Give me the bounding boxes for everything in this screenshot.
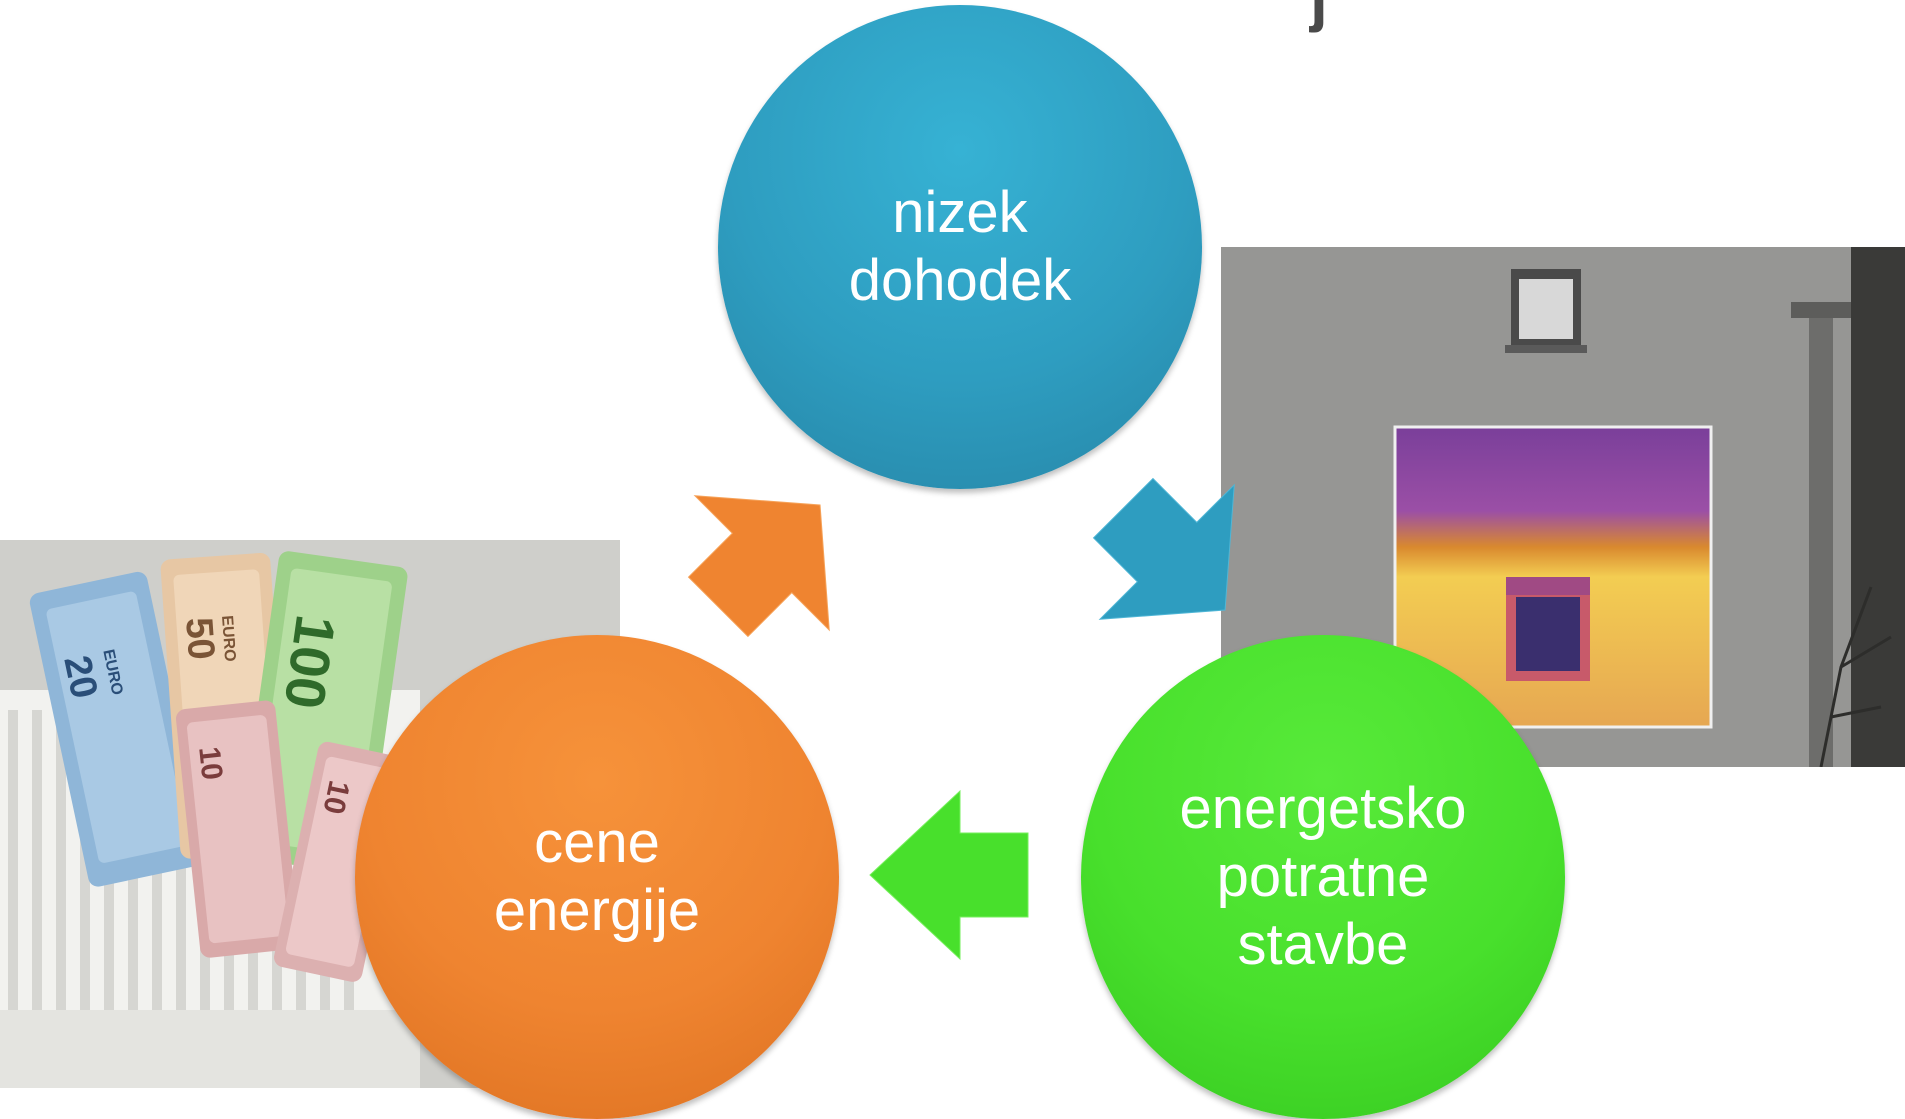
arrow-price-to-income[interactable] — [651, 438, 887, 674]
node-energy-prices[interactable]: cene energije — [355, 635, 839, 1119]
banknote-10-right-label: 10 — [316, 778, 355, 818]
node-low-income[interactable]: nizek dohodek — [718, 5, 1202, 489]
tree-branches — [1819, 586, 1892, 767]
title-fragment: j — [1310, 0, 1328, 34]
arrow-income-to-building[interactable] — [1056, 441, 1292, 677]
money-radiator-illustration: 20 EURO 50 EURO 100 10 10 — [0, 540, 620, 1088]
banknote-50-currency: EURO — [218, 615, 238, 662]
node-inefficient-buildings[interactable]: energetsko potratne stavbe — [1081, 635, 1565, 1119]
small-window — [1505, 269, 1587, 353]
banknote-20: 20 EURO — [29, 571, 206, 887]
banknote-10-left: 10 — [175, 700, 300, 958]
banknote-50-label: 50 — [177, 616, 222, 661]
node-low-income-label: nizek dohodek — [848, 180, 1072, 313]
banknote-100-label: 100 — [273, 611, 348, 712]
banknote-10-left-label: 10 — [192, 745, 228, 782]
drainpipe — [1791, 302, 1851, 767]
banknote-20-label: 20 — [55, 652, 105, 702]
node-energy-prices-label: cene energije — [493, 810, 701, 943]
arrow-building-to-price[interactable] — [869, 789, 1029, 961]
node-inefficient-buildings-label: energetsko potratne stavbe — [1179, 776, 1467, 977]
